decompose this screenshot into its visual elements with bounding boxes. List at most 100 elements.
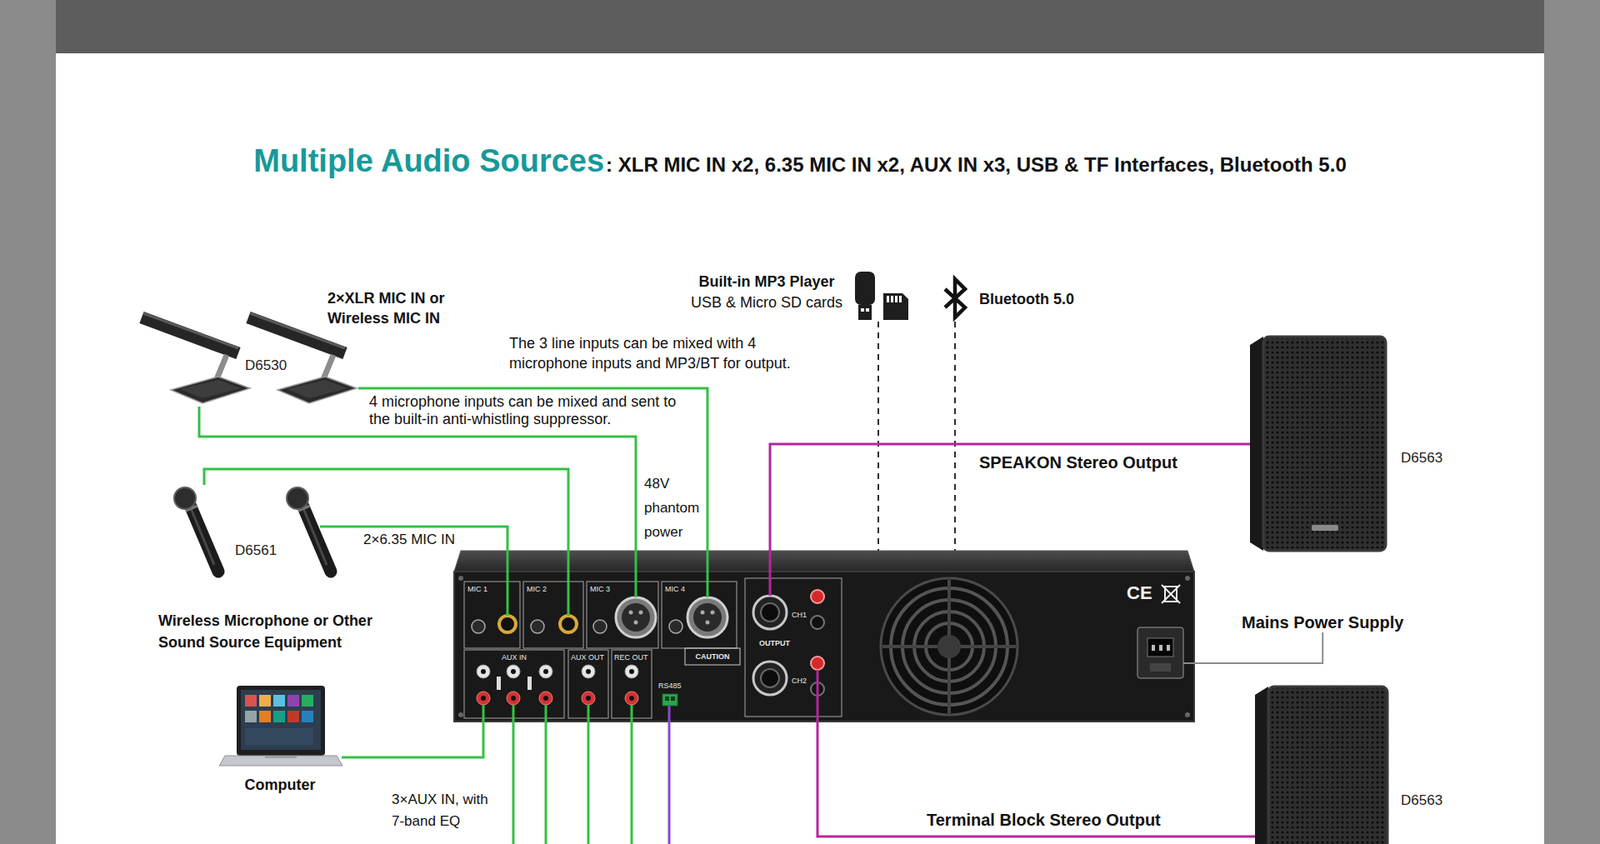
- signal-wire: [320, 526, 508, 551]
- note-text: 48V phantom power: [644, 471, 705, 545]
- panel-label: AUX IN: [501, 653, 527, 662]
- sd-contact: [890, 295, 894, 303]
- power-inlet: [1137, 627, 1184, 679]
- screw: [458, 712, 464, 718]
- aux-wire: [587, 705, 590, 844]
- screen-tile: [273, 695, 285, 707]
- rca-pin: [629, 695, 635, 701]
- rca-socket: [625, 665, 639, 679]
- wire-plug-end: [482, 705, 485, 722]
- wire-plug-end: [769, 550, 772, 596]
- panel-label: AUX OUT: [570, 653, 605, 662]
- mic-grille-head: [286, 487, 309, 510]
- fan-grille: [880, 578, 1018, 715]
- bluetooth-module: Bluetooth 5.0: [937, 275, 1088, 322]
- node-heading: Built-in MP3 Player: [698, 271, 835, 292]
- speaker-side: [1250, 336, 1264, 551]
- xlr-pin: [710, 610, 715, 615]
- aux-wire: [512, 705, 515, 844]
- speakon-socket: [753, 661, 787, 695]
- signal-wire: [204, 469, 569, 551]
- fan-hub: [937, 635, 961, 659]
- handheld-microphone-pair: D6561: [163, 485, 320, 582]
- amplifier-lid: [454, 550, 1195, 572]
- title-row: Multiple Audio Sources: XLR MIC IN x2, 6…: [55, 143, 1545, 180]
- screen-tile: [259, 710, 271, 723]
- panel-label: RS485: [658, 681, 682, 690]
- mic-base-top: [180, 380, 241, 399]
- inlet-pin: [1151, 645, 1155, 651]
- laptop-base: [219, 755, 343, 766]
- eq-slider: [527, 676, 532, 690]
- rca-pin: [543, 669, 549, 675]
- usb-plug: [858, 305, 872, 320]
- signal-wire: [770, 444, 1250, 551]
- rca-socket: [506, 691, 520, 705]
- mic-base-top: [286, 380, 348, 399]
- panel-frame: [464, 581, 520, 649]
- node-heading: Wireless Microphone or Other Sound Sourc…: [158, 610, 409, 654]
- rca-socket: [581, 691, 595, 705]
- sd-contact: [899, 295, 902, 303]
- panel-label: MIC 2: [526, 585, 547, 594]
- binding-post: [810, 656, 825, 670]
- mic-base: [277, 376, 357, 404]
- rca-socket: [476, 665, 490, 679]
- signal-wire: [341, 721, 484, 758]
- speakon-core: [760, 603, 780, 622]
- screen-tile: [245, 695, 257, 707]
- node-heading: 2×XLR MIC IN or Wireless MIC IN: [327, 288, 486, 329]
- gooseneck-mic-head: [141, 317, 239, 354]
- xlr-socket: [687, 597, 728, 638]
- signal-wire: [877, 321, 880, 551]
- handheld-mic-body: [190, 505, 219, 572]
- rca-pin: [480, 695, 486, 701]
- speaker-front: [1263, 336, 1386, 551]
- xlr-pin: [634, 620, 639, 625]
- amplifier-rear-panel: [454, 571, 1195, 722]
- aux-wire: [545, 705, 548, 844]
- inlet-pin: [1159, 645, 1163, 651]
- jack-socket: [560, 615, 577, 633]
- weee-cross: [1161, 585, 1180, 604]
- rca-socket: [539, 691, 553, 705]
- mic-base: [170, 376, 250, 404]
- top-bar: [55, 0, 1545, 54]
- aux-wire: [630, 705, 634, 844]
- screw: [1185, 712, 1190, 718]
- channel-label: CH1: [791, 610, 807, 620]
- rca-socket: [476, 691, 490, 705]
- speaker: D6563: [1250, 336, 1386, 551]
- rs485-terminal: [662, 694, 678, 706]
- computer: Wireless Microphone or Other Sound Sourc…: [219, 685, 342, 768]
- eq-slider: [496, 676, 501, 690]
- rca-pin: [543, 695, 549, 701]
- gain-knob: [593, 620, 607, 634]
- mic-highlight: [303, 508, 327, 565]
- rca-socket: [625, 691, 639, 705]
- node-heading: Mains Power Supply: [1241, 612, 1404, 633]
- gain-knob: [471, 620, 485, 634]
- wire-plug-end: [706, 550, 710, 598]
- wire-plug-end: [816, 670, 820, 722]
- panel-label: MIC 4: [665, 585, 685, 594]
- fuse-holder: [1150, 663, 1171, 672]
- signal-wire: [954, 321, 956, 551]
- connector-label: Terminal Block Stereo Output: [926, 810, 1161, 830]
- terminal-screw: [665, 696, 670, 701]
- screen-tile: [287, 710, 300, 723]
- channel-label: CH2: [791, 676, 807, 685]
- usb-hole: [865, 308, 870, 312]
- xlr-pin: [700, 610, 705, 615]
- sd-contact: [895, 295, 898, 303]
- panel-frame: [586, 581, 659, 649]
- subtitle: : XLR MIC IN x2, 6.35 MIC IN x2, AUX IN …: [605, 153, 1347, 177]
- panel-frame: [661, 581, 737, 649]
- xlr-face: [693, 603, 722, 632]
- model-number: D6563: [1400, 792, 1443, 810]
- wire-plug-end: [1183, 662, 1195, 665]
- node-heading: Bluetooth 5.0: [979, 289, 1075, 310]
